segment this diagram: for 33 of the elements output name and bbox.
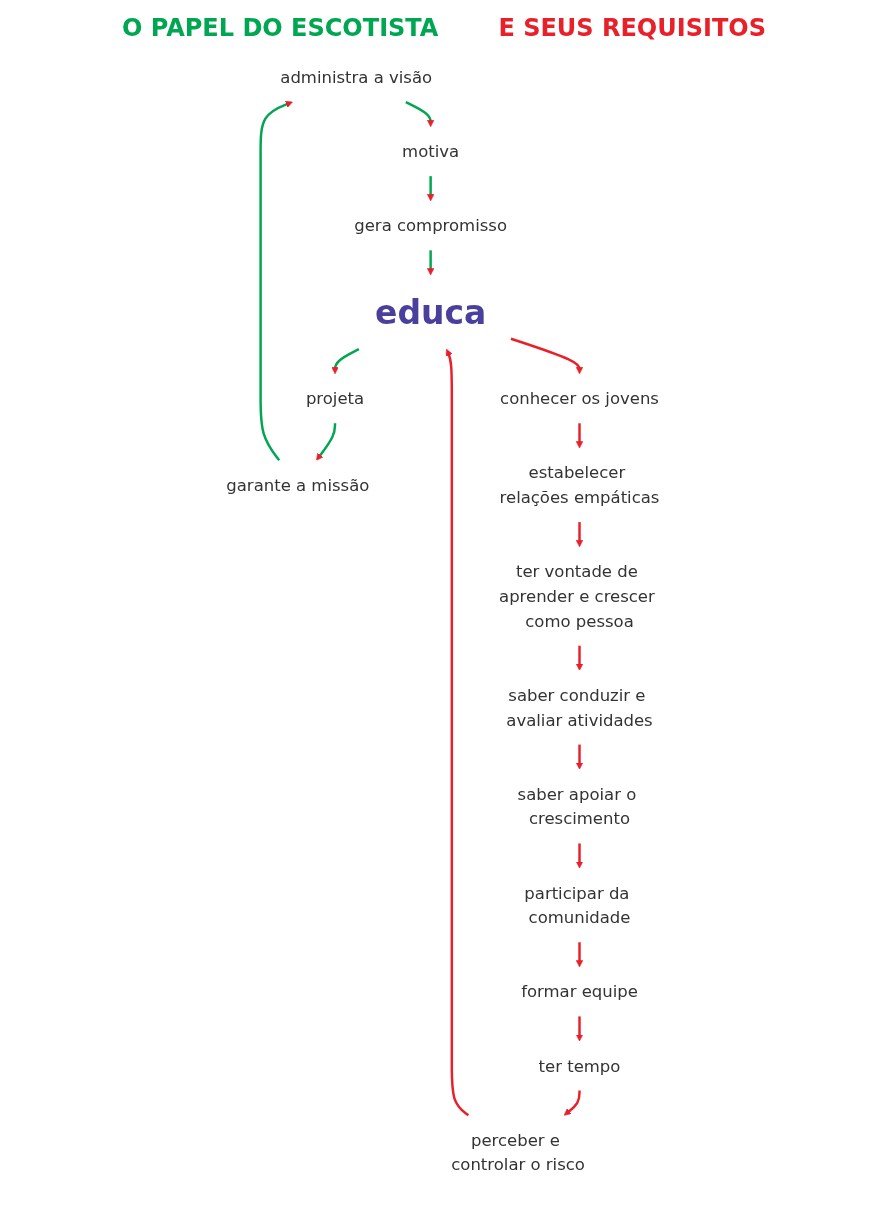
heading-text: O PAPEL DO ESCOTISTA [122, 14, 439, 42]
node-text: motiva [402, 141, 460, 162]
arrow [405, 100, 435, 128]
arrow [426, 176, 435, 202]
node-text: ter tempo [538, 1055, 621, 1076]
node-text: participar da comunidade [524, 882, 631, 928]
arrow [575, 843, 584, 869]
arrow [575, 942, 584, 968]
node-text: estabelecer relações empáticas [499, 462, 660, 508]
node-text: perceber e controlar o risco [451, 1130, 585, 1175]
arrow [563, 1090, 581, 1116]
arrow [316, 423, 337, 461]
node-text: gera compromisso [354, 215, 507, 236]
node-text: administra a visão [280, 67, 432, 88]
node-text: saber apoiar o crescimento [517, 784, 637, 829]
arrow [426, 250, 435, 276]
arrow [575, 522, 584, 548]
arrow [575, 1016, 584, 1042]
node-text: projeta [305, 388, 365, 409]
node-text: saber conduzir e avaliar atividades [506, 685, 653, 730]
node-text: formar equipe [521, 981, 638, 1002]
arrow [575, 645, 584, 671]
node-text: educa [374, 293, 487, 332]
arrow [575, 423, 584, 449]
arrow [331, 348, 360, 375]
node-text: conhecer os jovens [500, 388, 659, 409]
node-text: garante a missão [226, 475, 370, 495]
arrow [445, 348, 470, 1117]
arrow [259, 101, 293, 462]
arrow [510, 337, 584, 375]
heading-text: E SEUS REQUISITOS [498, 14, 766, 42]
arrow [575, 744, 584, 770]
node-text: ter vontade de aprender e crescer como pessoa [498, 561, 655, 631]
